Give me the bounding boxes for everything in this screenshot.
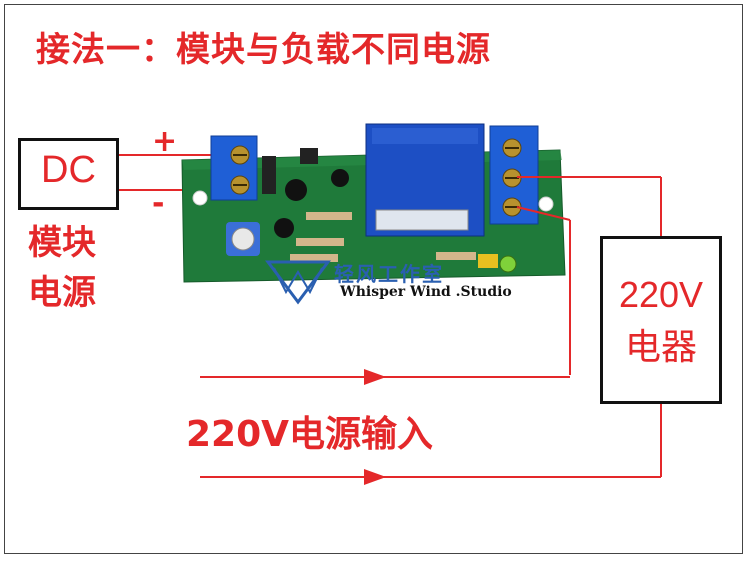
mounting-hole-right xyxy=(538,196,554,212)
arrow-icon xyxy=(364,369,386,385)
diode xyxy=(262,156,276,194)
watermark-english: Whisper Wind .Studio xyxy=(340,284,512,300)
module-power-line1: 模块 xyxy=(28,223,96,263)
load-appliance-box: 220V 电器 xyxy=(600,236,722,404)
relay-module-pcb xyxy=(181,123,566,283)
resistor-r8 xyxy=(306,212,352,220)
module-power-line2: 电源 xyxy=(28,273,96,313)
relay-label-plate xyxy=(375,209,469,231)
image-frame xyxy=(4,4,743,554)
load-name: 电器 xyxy=(624,326,697,367)
diagram-title: 接法一：模块与负载不同电源 xyxy=(36,30,491,70)
dc-power-box: DC xyxy=(18,138,119,210)
load-voltage: 220V xyxy=(618,274,704,315)
module-power-label: 模块 电源 xyxy=(28,218,118,318)
resistor-r4 xyxy=(436,252,476,260)
dc-label: DC xyxy=(41,149,96,191)
mounting-hole-left xyxy=(192,190,208,206)
common-wire xyxy=(516,206,571,221)
capacitor-c4 xyxy=(331,169,349,187)
resistor-r6 xyxy=(296,238,344,246)
arrow-icon xyxy=(364,469,386,485)
transistor xyxy=(274,218,294,238)
load-label: 220V 电器 xyxy=(603,269,719,373)
voltage-badge xyxy=(478,254,498,268)
watermark-logo-icon xyxy=(265,260,331,305)
negative-polarity-label: - xyxy=(152,186,165,221)
transistor-u1 xyxy=(300,148,318,164)
led-indicator xyxy=(499,255,517,273)
resistor-r5 xyxy=(290,254,338,262)
mains-input-label: 220V电源输入 xyxy=(186,414,434,455)
watermark-chinese: 轻风工作室 xyxy=(334,262,444,286)
capacitor-c3 xyxy=(285,179,307,201)
positive-polarity-label: + xyxy=(152,124,178,159)
